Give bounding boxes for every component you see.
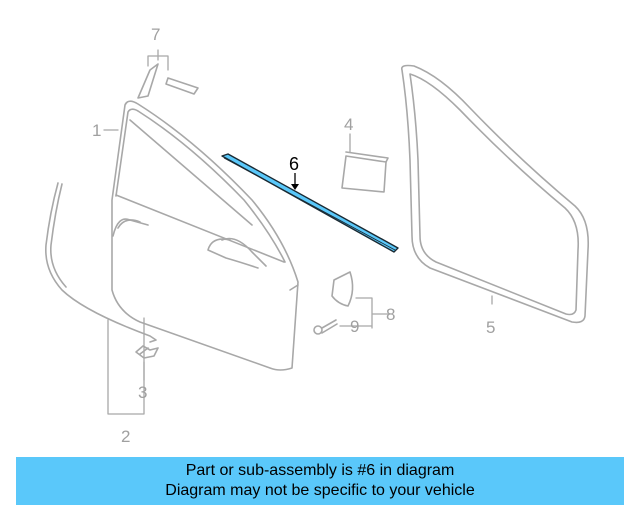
cover[interactable] [331,271,354,307]
callout-4: 4 [344,115,353,134]
clip[interactable] [135,345,159,359]
parts-diagram: 7 1 4 6 8 9 5 3 2 [45,25,590,446]
pad[interactable] [341,151,389,193]
fastener[interactable] [313,319,338,335]
door-shell[interactable] [111,100,299,371]
callout-9: 9 [350,317,359,336]
leader-lines [103,49,493,415]
info-banner: Part or sub-assembly is #6 in diagram Di… [16,457,624,505]
callout-2: 2 [121,427,130,446]
banner-line-1: Part or sub-assembly is #6 in diagram [185,462,455,479]
callout-7: 7 [151,25,160,44]
door-weatherstrip[interactable] [400,64,590,324]
lower-trim-strip[interactable] [45,182,157,343]
callout-5: 5 [486,318,495,337]
callout-8: 8 [386,305,395,324]
callout-3: 3 [138,383,147,402]
callout-6: 6 [289,154,299,174]
banner-line-2: Diagram may not be specific to your vehi… [165,482,475,499]
applique[interactable] [137,63,199,99]
callout-1: 1 [92,121,101,140]
belt-weatherstrip-highlight[interactable] [221,153,399,253]
